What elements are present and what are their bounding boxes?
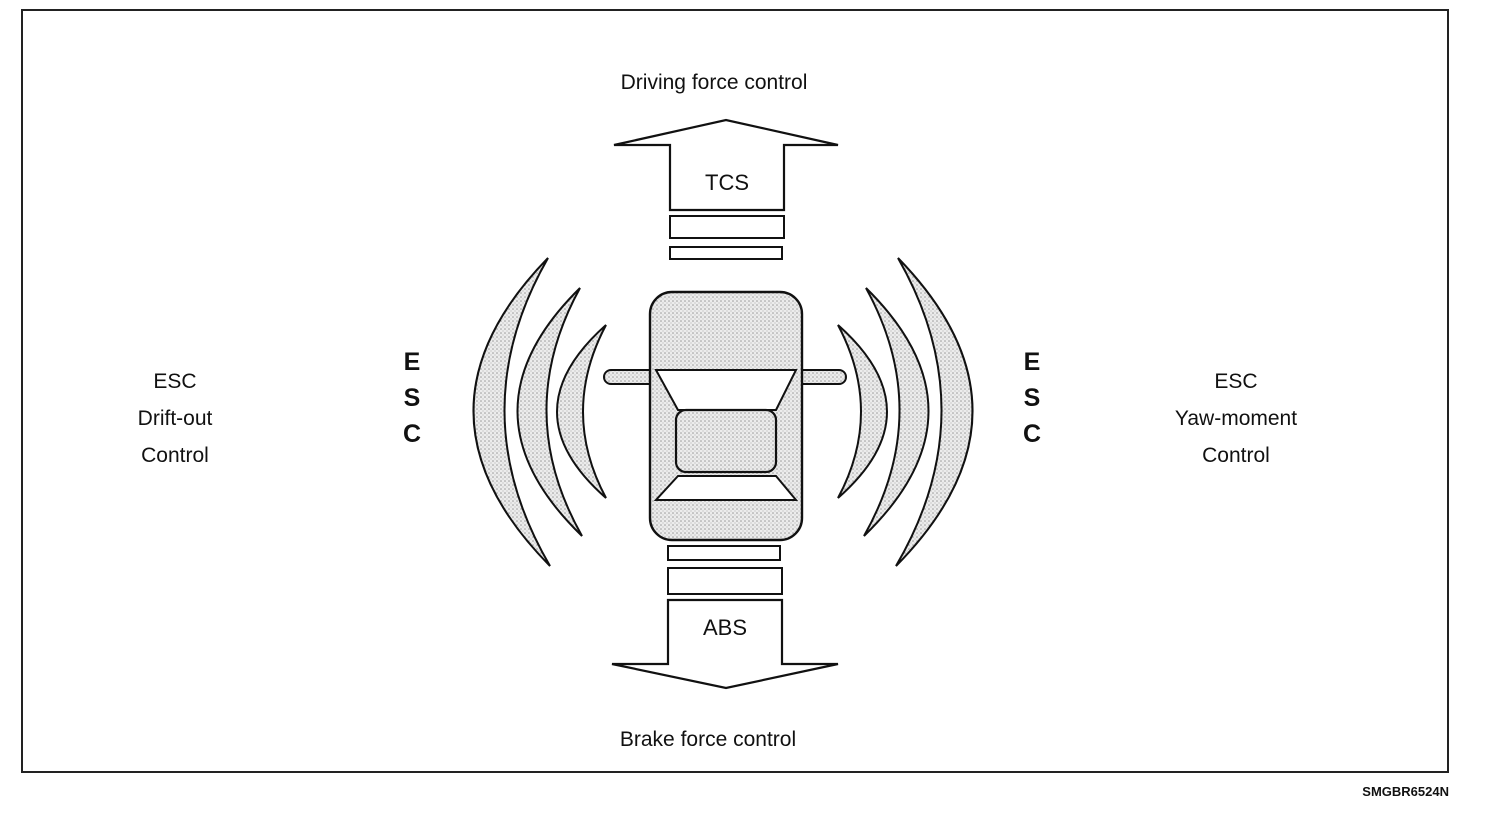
tcs-label: TCS (705, 170, 749, 195)
left-esc-letter-s: S (403, 384, 421, 412)
right-mirror (795, 369, 847, 385)
right-side-line-1: ESC (1214, 370, 1258, 393)
right-arc-middle (863, 287, 930, 537)
car-rear-window (653, 475, 799, 501)
down-arrow-bar-1 (667, 545, 781, 561)
up-arrow (613, 118, 839, 212)
left-side-line-1: ESC (153, 370, 197, 393)
left-esc-letter-c: C (402, 420, 422, 448)
car-windshield (654, 369, 798, 411)
down-arrow-bar-2 (667, 567, 783, 595)
car-roof (674, 408, 778, 474)
right-side-line-3: Control (1202, 444, 1270, 467)
right-arc-outer (895, 257, 974, 567)
left-side-line-3: Control (141, 444, 209, 467)
right-esc-letter-c: C (1022, 420, 1042, 448)
right-side-text: ESC Yaw-moment Control (1175, 363, 1297, 474)
left-esc-vertical: E S C (397, 344, 427, 452)
diagram-frame (21, 9, 1449, 773)
right-side-line-2: Yaw-moment (1174, 407, 1298, 430)
up-arrow-bar-2 (669, 246, 783, 260)
left-esc-letter-e: E (403, 348, 421, 376)
right-esc-vertical: E S C (1017, 344, 1047, 452)
abs-label: ABS (702, 615, 748, 640)
up-arrow-bar-1 (669, 215, 785, 239)
left-mirror (603, 369, 657, 385)
left-arc-inner (556, 324, 607, 499)
left-arc-middle (516, 287, 583, 537)
figure-code: SMGBR6524N (1362, 784, 1449, 799)
right-esc-letter-s: S (1023, 384, 1041, 412)
driving-force-label: Driving force control (620, 71, 808, 94)
left-side-line-2: Drift-out (137, 407, 213, 430)
brake-force-label: Brake force control (619, 728, 797, 751)
left-arc-outer (472, 257, 551, 567)
left-side-text: ESC Drift-out Control (138, 363, 213, 474)
right-esc-letter-e: E (1023, 348, 1041, 376)
right-arc-inner (837, 324, 888, 499)
down-arrow (611, 598, 839, 690)
